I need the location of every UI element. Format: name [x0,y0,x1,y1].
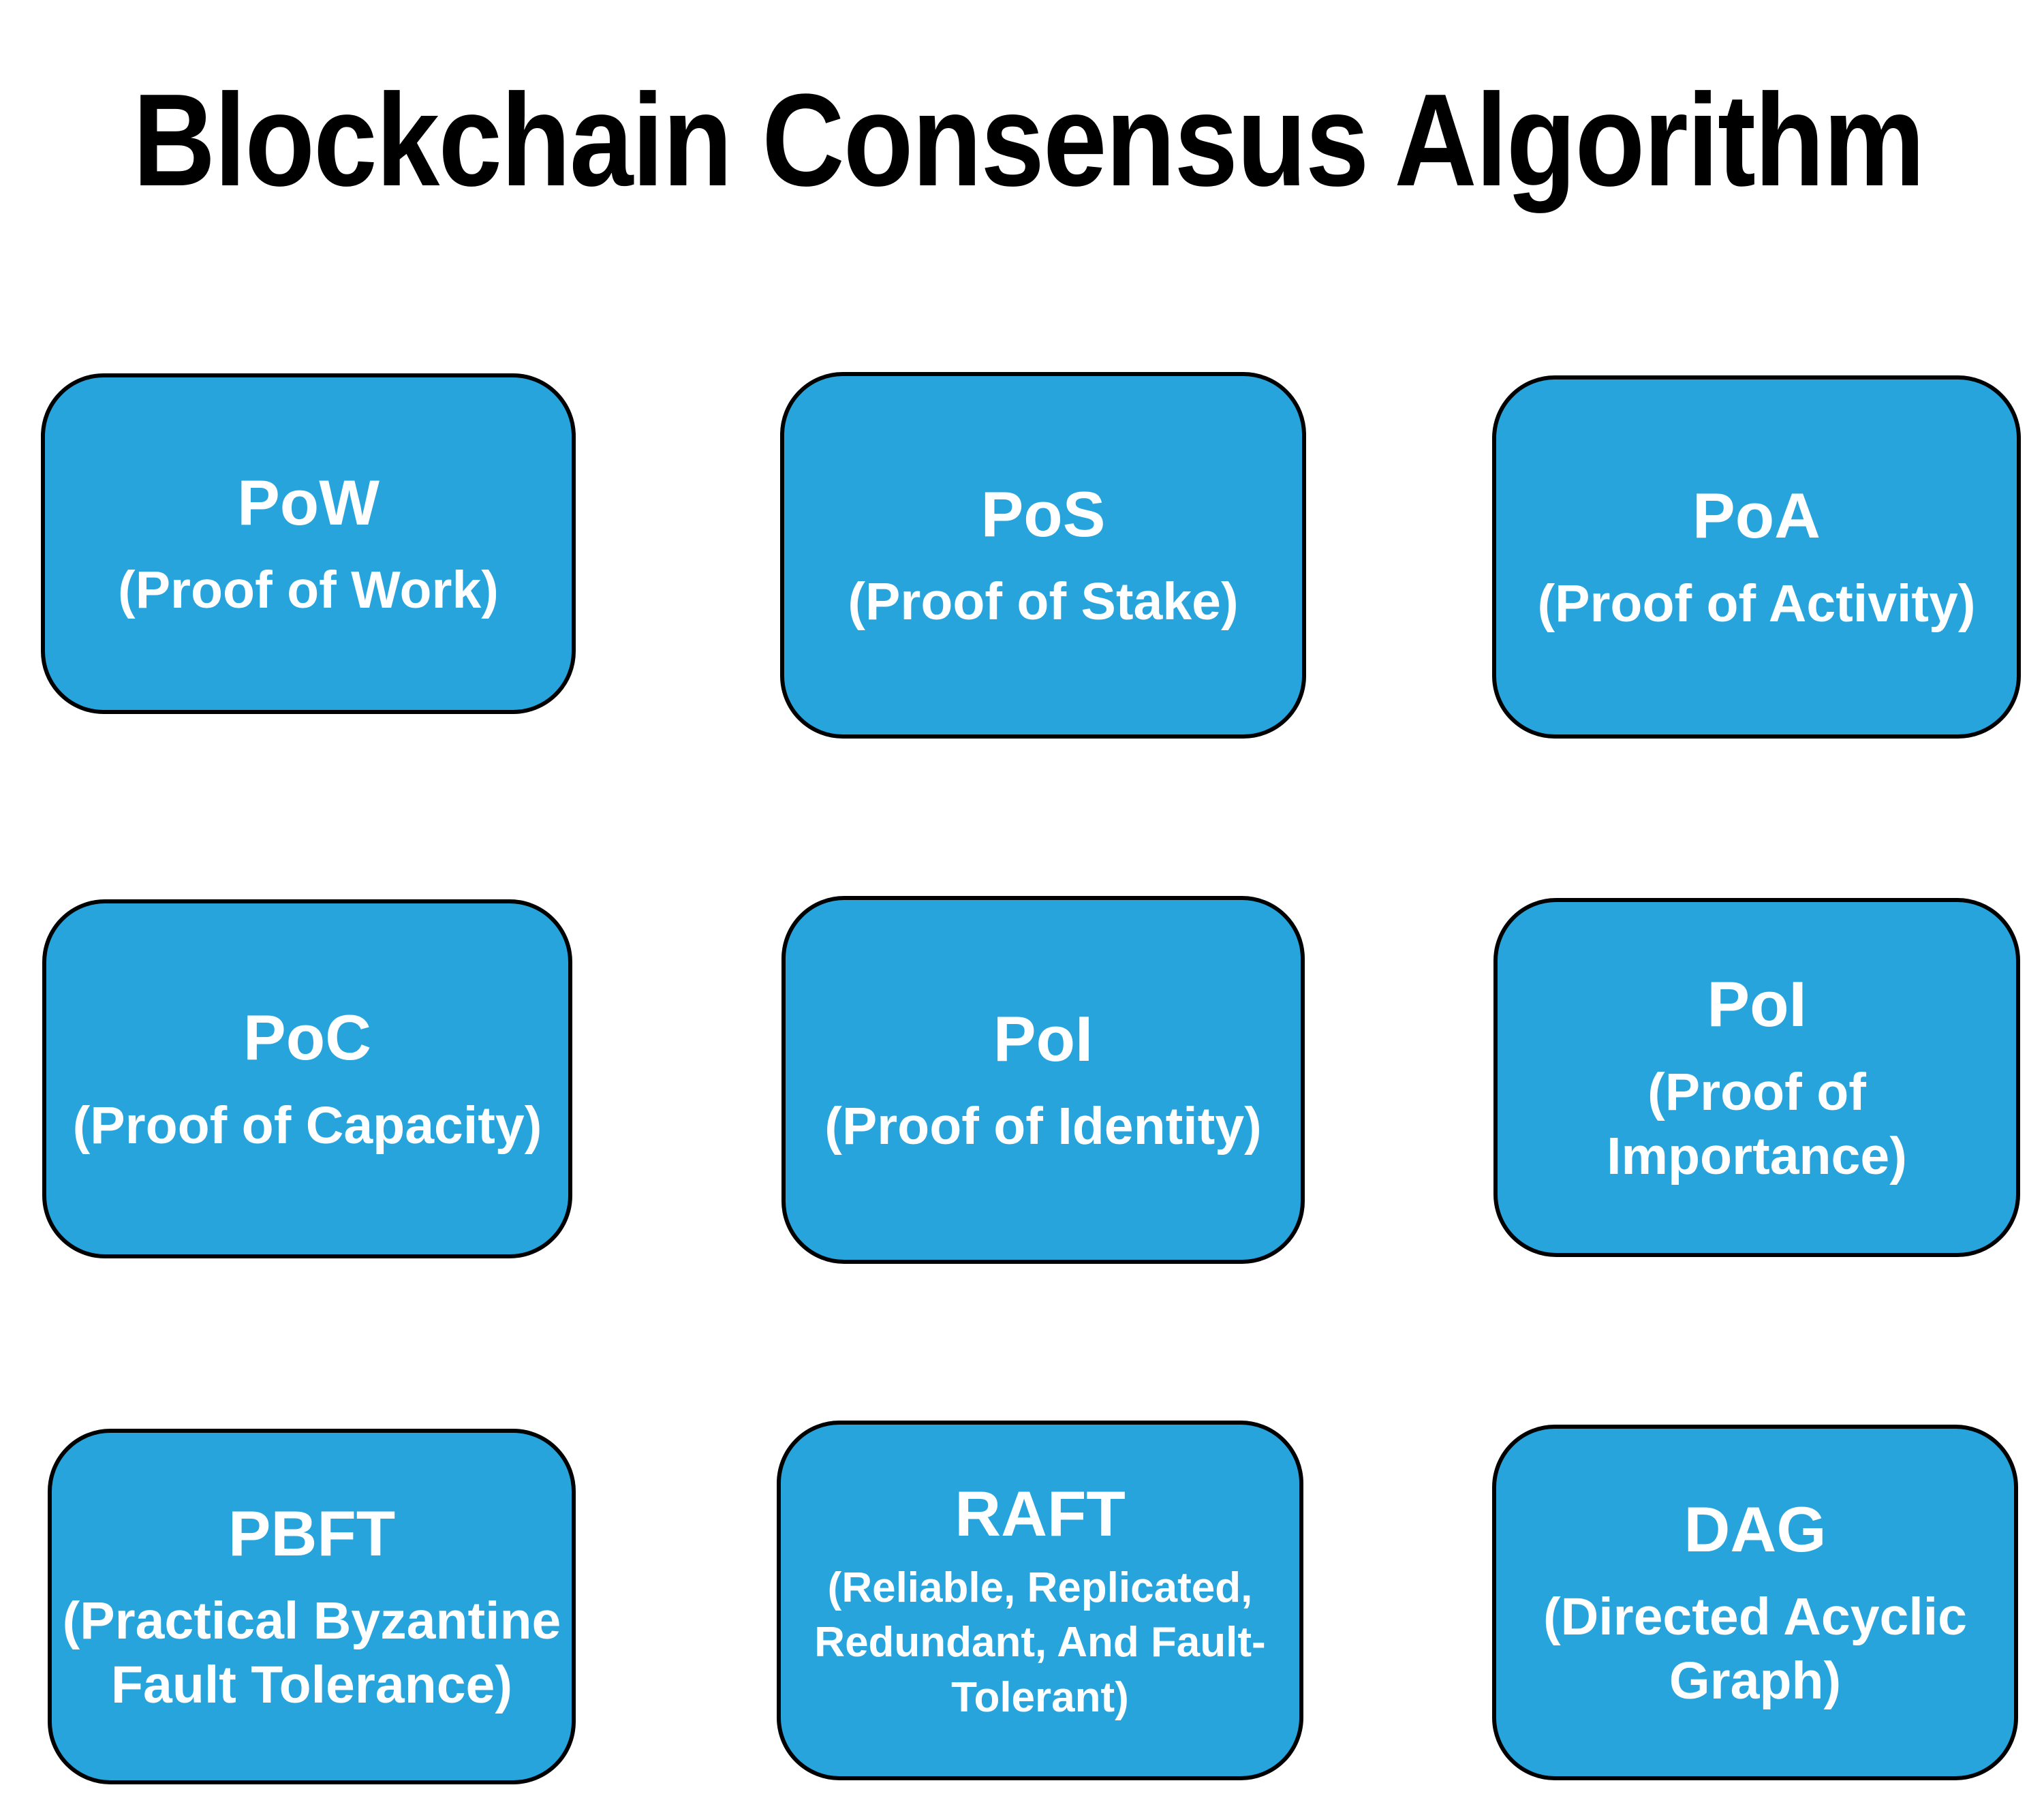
box-acronym: PoW [237,466,380,538]
box-subtitle: (Proof of Identity) [824,1095,1262,1159]
page-title: Blockchain Consensus Algorithm [133,66,1925,213]
box-acronym: RAFT [955,1477,1126,1549]
subtitle-line: Fault Tolerance) [110,1656,512,1715]
box-subtitle: (Practical Byzantine Fault Tolerance) [63,1590,561,1718]
subtitle-line: (Proof of Stake) [848,572,1239,632]
box-acronym: PoI [993,1002,1094,1074]
box-subtitle: (Proof of Capacity) [73,1094,542,1158]
box-acronym: PoS [980,478,1106,550]
subtitle-line: Graph) [1669,1652,1842,1711]
box-poi-importance: PoI (Proof of Importance) [1493,898,2020,1257]
subtitle-line: (Proof of Work) [118,561,499,620]
box-pow: PoW (Proof of Work) [41,373,576,714]
box-poa: PoA (Proof of Activity) [1492,375,2021,739]
subtitle-line: (Proof of Capacity) [72,1096,542,1155]
subtitle-line: (Proof of Identity) [824,1097,1262,1156]
box-pos: PoS (Proof of Stake) [780,372,1306,739]
box-subtitle: (Reliable, Replicated, Redundant, And Fa… [814,1561,1265,1726]
box-subtitle: (Proof of Stake) [848,570,1238,634]
box-dag: DAG (Directed Acyclic Graph) [1492,1425,2018,1780]
box-acronym: PBFT [228,1497,396,1569]
box-raft: RAFT (Reliable, Replicated, Redundant, A… [777,1421,1303,1780]
box-acronym: PoC [243,1002,371,1074]
box-subtitle: (Proof of Importance) [1607,1061,1907,1189]
subtitle-line: (Proof of [1647,1062,1866,1121]
box-poc: PoC (Proof of Capacity) [42,899,572,1258]
box-poi-identity: PoI (Proof of Identity) [781,896,1305,1264]
box-subtitle: (Proof of Activity) [1537,572,1975,636]
box-pbft: PBFT (Practical Byzantine Fault Toleranc… [48,1429,576,1784]
box-acronym: PoA [1692,480,1821,552]
subtitle-line: Importance) [1607,1126,1907,1185]
subtitle-line: (Practical Byzantine [62,1592,561,1651]
subtitle-line: (Reliable, Replicated, [827,1564,1253,1611]
subtitle-line: Redundant, And Fault- [814,1619,1266,1667]
subtitle-line: Tolerant) [951,1673,1129,1721]
box-subtitle: (Proof of Work) [118,559,499,623]
box-subtitle: (Directed Acyclic Graph) [1543,1585,1967,1714]
subtitle-line: (Proof of Activity) [1537,574,1976,633]
box-acronym: PoI [1707,968,1807,1040]
subtitle-line: (Directed Acyclic [1543,1587,1967,1647]
box-acronym: DAG [1684,1493,1827,1565]
